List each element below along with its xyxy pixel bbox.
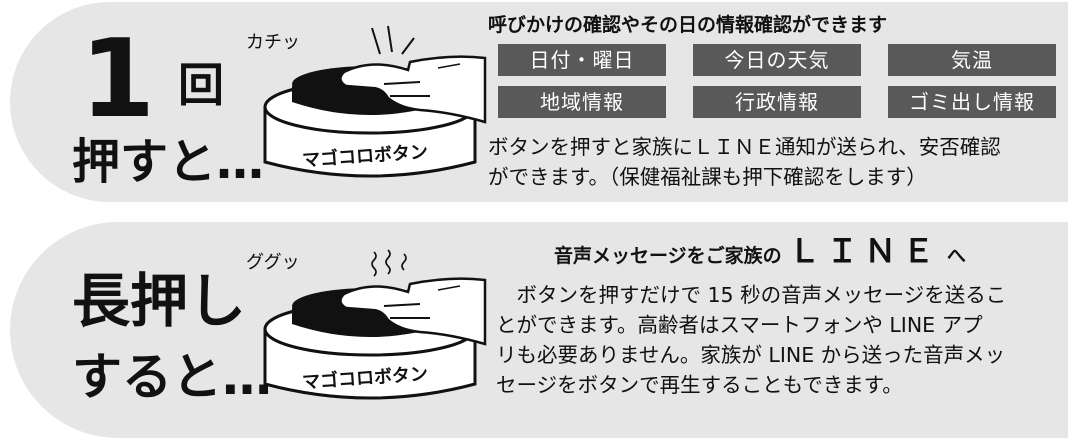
info-tag-grid: 日付・曜日 今日の天気 気温 地域情報 行政情報 ゴミ出し情報 — [498, 44, 1056, 118]
press-count-digit: 1 — [80, 17, 156, 142]
tag-admin-info: 行政情報 — [693, 86, 861, 118]
line-wordmark: ＬＩＮＥ — [788, 232, 941, 270]
section1-body-line: ができます。（保健福祉課も押下確認をします） — [488, 165, 927, 189]
section2-body-line: セージをボタンで再生することもできます。 — [496, 373, 903, 397]
section2-title: 音声メッセージをご家族の ＬＩＮＥ へ — [554, 234, 966, 273]
button-device-illustration — [263, 55, 487, 178]
tag-weather: 今日の天気 — [693, 44, 861, 76]
long-press-suffix: すると… — [72, 348, 272, 406]
press-motion-lines-icon — [371, 25, 415, 55]
press-label: 押すと… — [72, 134, 265, 190]
press-sound-label: ググッ — [246, 252, 300, 273]
section1-title: 呼びかけの確認やその日の情報確認ができます — [488, 14, 888, 36]
press-count-unit: 回 — [178, 58, 224, 112]
section2-body-line: リも必要ありません。家族が LINE から送った音声メッ — [496, 343, 1006, 367]
button-device-illustration — [263, 277, 487, 400]
tag-garbage-info: ゴミ出し情報 — [888, 86, 1056, 118]
single-press-panel: 1 回 押すと… カチッ マゴコロボタン 呼びかけの確認やその日の情報確認ができ… — [10, 2, 1068, 202]
tag-date: 日付・曜日 — [498, 44, 666, 76]
section2-title-text: 音声メッセージをご家族の — [554, 245, 782, 267]
long-press-panel: 長押し すると… ググッ マゴコロボタン 音声メッセージをご家族の ＬＩＮＥ へ… — [10, 222, 1068, 438]
vibration-lines-icon — [371, 249, 407, 277]
long-press-label: 長押し — [72, 267, 247, 335]
section2-title-suffix: へ — [946, 245, 966, 267]
section2-description: ボタンを押すだけで 15 秒の音声メッセージを送るこ とができます。高齢者はスマ… — [496, 280, 1006, 400]
tag-temperature: 気温 — [888, 44, 1056, 76]
section2-body-line: ボタンを押すだけで 15 秒の音声メッセージを送るこ — [496, 283, 1007, 307]
section2-body-line: とができます。高齢者はスマートフォンや LINE アプ — [496, 313, 983, 337]
click-sound-label: カチッ — [246, 32, 300, 53]
section1-body-line: ボタンを押すと家族にＬＩＮＥ通知が送られ、安否確認 — [488, 135, 1001, 159]
section1-description: ボタンを押すと家族にＬＩＮＥ通知が送られ、安否確認 ができます。（保健福祉課も押… — [488, 132, 1001, 192]
tag-local-info: 地域情報 — [498, 86, 666, 118]
